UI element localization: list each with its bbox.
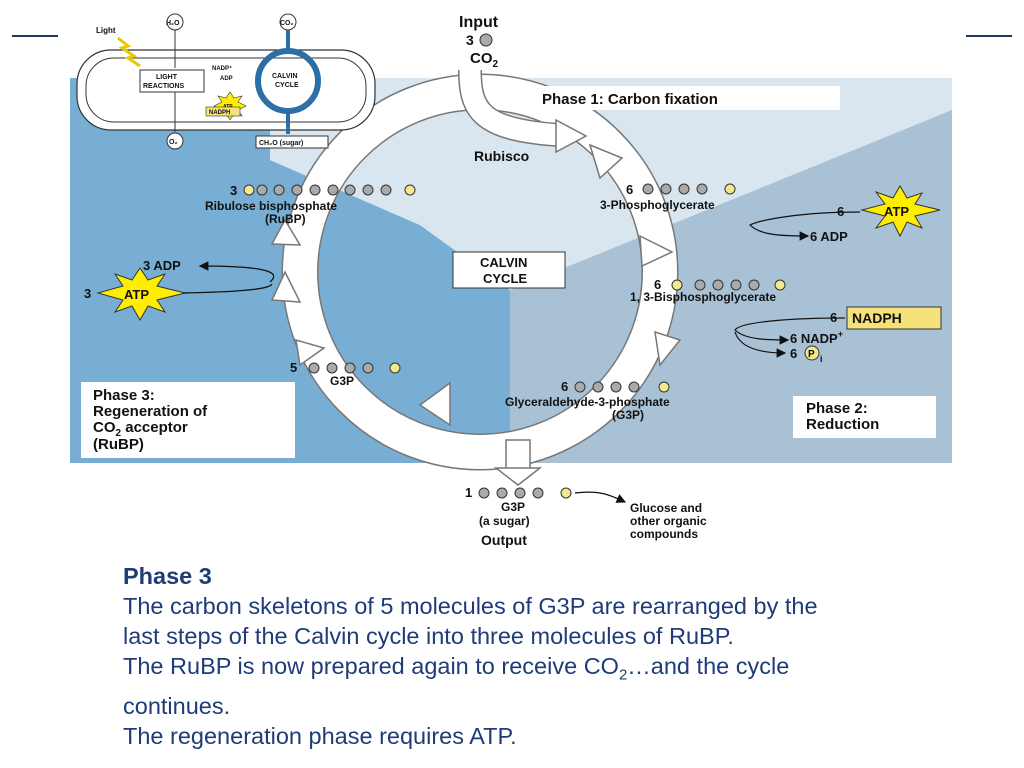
center-box xyxy=(452,251,566,289)
calvin-cycle-diagram: Input 3 CO2 Phase 1: Carbon fixation Rub… xyxy=(70,13,952,548)
center-line2: CYCLE xyxy=(483,271,527,286)
title-rule-right xyxy=(966,35,1012,37)
phase1-box xyxy=(530,86,840,110)
phase3-line3: CO2 acceptor xyxy=(93,419,188,439)
atp-label-2: ATP xyxy=(884,204,909,219)
center-line1: CALVIN xyxy=(480,255,527,270)
ring-arrow-3 xyxy=(654,330,682,367)
phase3-line4: (RuBP) xyxy=(93,436,144,453)
nadp-out: 6 NADP+ xyxy=(790,329,843,346)
caption-line4: continues. xyxy=(123,692,231,719)
phase1-panel xyxy=(270,78,952,290)
regen-atp-star-icon xyxy=(96,267,186,322)
phase3-line2: Regeneration of xyxy=(93,403,208,420)
input-molecule: CO2 xyxy=(470,50,499,70)
ring-arrow-5 xyxy=(295,338,326,367)
g3p5-name: G3P xyxy=(330,374,354,388)
rubp-count: 3 xyxy=(230,183,237,198)
g3p5-molecule-icon xyxy=(308,362,401,374)
ring-arrow-4 xyxy=(418,381,451,427)
ring-arrow-1 xyxy=(588,143,624,180)
pga-molecule-icon xyxy=(642,183,736,195)
g3p-name: Glyceraldehyde-3-phosphate xyxy=(505,395,670,409)
phase2-line2: Reduction xyxy=(806,416,879,433)
inset-calvin-1: CALVIN xyxy=(272,73,298,80)
ring-arrow-2 xyxy=(639,234,674,268)
regen-atp-label: ATP xyxy=(124,287,149,302)
out-name: G3P xyxy=(501,500,525,514)
g3p-molecule-icon xyxy=(574,381,670,393)
caption-line1: The carbon skeletons of 5 molecules of G… xyxy=(123,593,818,619)
inset-nadp: NADP⁺ xyxy=(212,65,232,72)
inset-light-reactions-2: REACTIONS xyxy=(143,83,185,90)
caption-heading: Phase 3 xyxy=(123,563,212,589)
glucose-line1: Glucose and xyxy=(630,501,702,515)
inset-sugar: CH₂O (sugar) xyxy=(259,140,303,147)
rubisco-label: Rubisco xyxy=(474,148,529,164)
inset-o2: O₂ xyxy=(169,139,178,146)
pi-sub: i xyxy=(820,354,823,364)
inset-light: Light xyxy=(96,26,116,35)
out-desc: (a sugar) xyxy=(479,514,530,528)
phase3-line1: Phase 3: xyxy=(93,387,155,404)
caption-line3: The RuBP is now prepared again to receiv… xyxy=(123,653,790,684)
ring-arrow-6 xyxy=(270,270,302,303)
nadph-label: NADPH xyxy=(852,310,902,326)
co2-molecule-icon xyxy=(479,33,493,47)
bpg-name: 1, 3-Bisphosphoglycerate xyxy=(630,290,776,304)
g3p5-count: 5 xyxy=(290,360,297,375)
inset-light-reactions-1: LIGHT xyxy=(156,74,178,81)
input-title: Input xyxy=(459,14,499,31)
inset-co2: CO₂ xyxy=(280,20,294,27)
rubp-abbr: (RuBP) xyxy=(265,212,306,226)
inset-overview: LIGHT REACTIONS CALVIN CYCLE Light H₂O C… xyxy=(76,13,376,150)
output-title: Output xyxy=(481,532,527,548)
rubp-molecule-icon xyxy=(243,184,416,196)
caption-line2: last steps of the Calvin cycle into thre… xyxy=(123,623,734,649)
bpg-count: 6 xyxy=(654,277,661,292)
nadph-box xyxy=(846,306,942,330)
title-rule-left xyxy=(12,35,58,37)
g3p-abbr: (G3P) xyxy=(612,408,644,422)
phosphate-icon xyxy=(804,345,820,361)
adp-out: 6 ADP xyxy=(810,229,848,244)
out-molecule-icon xyxy=(478,487,572,499)
caption: Phase 3 The carbon skeletons of 5 molecu… xyxy=(123,561,1003,751)
phase2-box xyxy=(793,396,936,438)
bpg-molecule-icon xyxy=(671,279,786,291)
glucose-line2: other organic xyxy=(630,514,707,528)
pi-count: 6 xyxy=(790,346,797,361)
phase3-box xyxy=(81,382,295,458)
ring-arrow-7 xyxy=(270,218,302,246)
phase2-line1: Phase 2: xyxy=(806,400,868,417)
inset-adp: ADP xyxy=(220,76,233,82)
regen-adp: 3 ADP xyxy=(143,258,181,273)
atp-in-count: 6 xyxy=(837,204,844,219)
rubp-name: Ribulose bisphosphate xyxy=(205,199,337,213)
regen-atp-count: 3 xyxy=(84,286,91,301)
glucose-line3: compounds xyxy=(630,527,698,541)
pga-count: 6 xyxy=(626,182,633,197)
output-arrow xyxy=(505,439,531,471)
out-count: 1 xyxy=(465,485,472,500)
inset-h2o: H₂O xyxy=(166,20,180,27)
pga-name: 3-Phosphoglycerate xyxy=(600,198,715,212)
inset-calvin-2: CYCLE xyxy=(275,82,299,89)
g3p-count: 6 xyxy=(561,379,568,394)
atp-star-icon xyxy=(860,185,941,238)
input-count: 3 xyxy=(466,32,474,48)
phase1-label: Phase 1: Carbon fixation xyxy=(542,91,718,108)
pi-p: P xyxy=(808,349,815,360)
caption-line5: The regeneration phase requires ATP. xyxy=(123,722,517,749)
inset-nadph: NADPH xyxy=(209,110,230,116)
